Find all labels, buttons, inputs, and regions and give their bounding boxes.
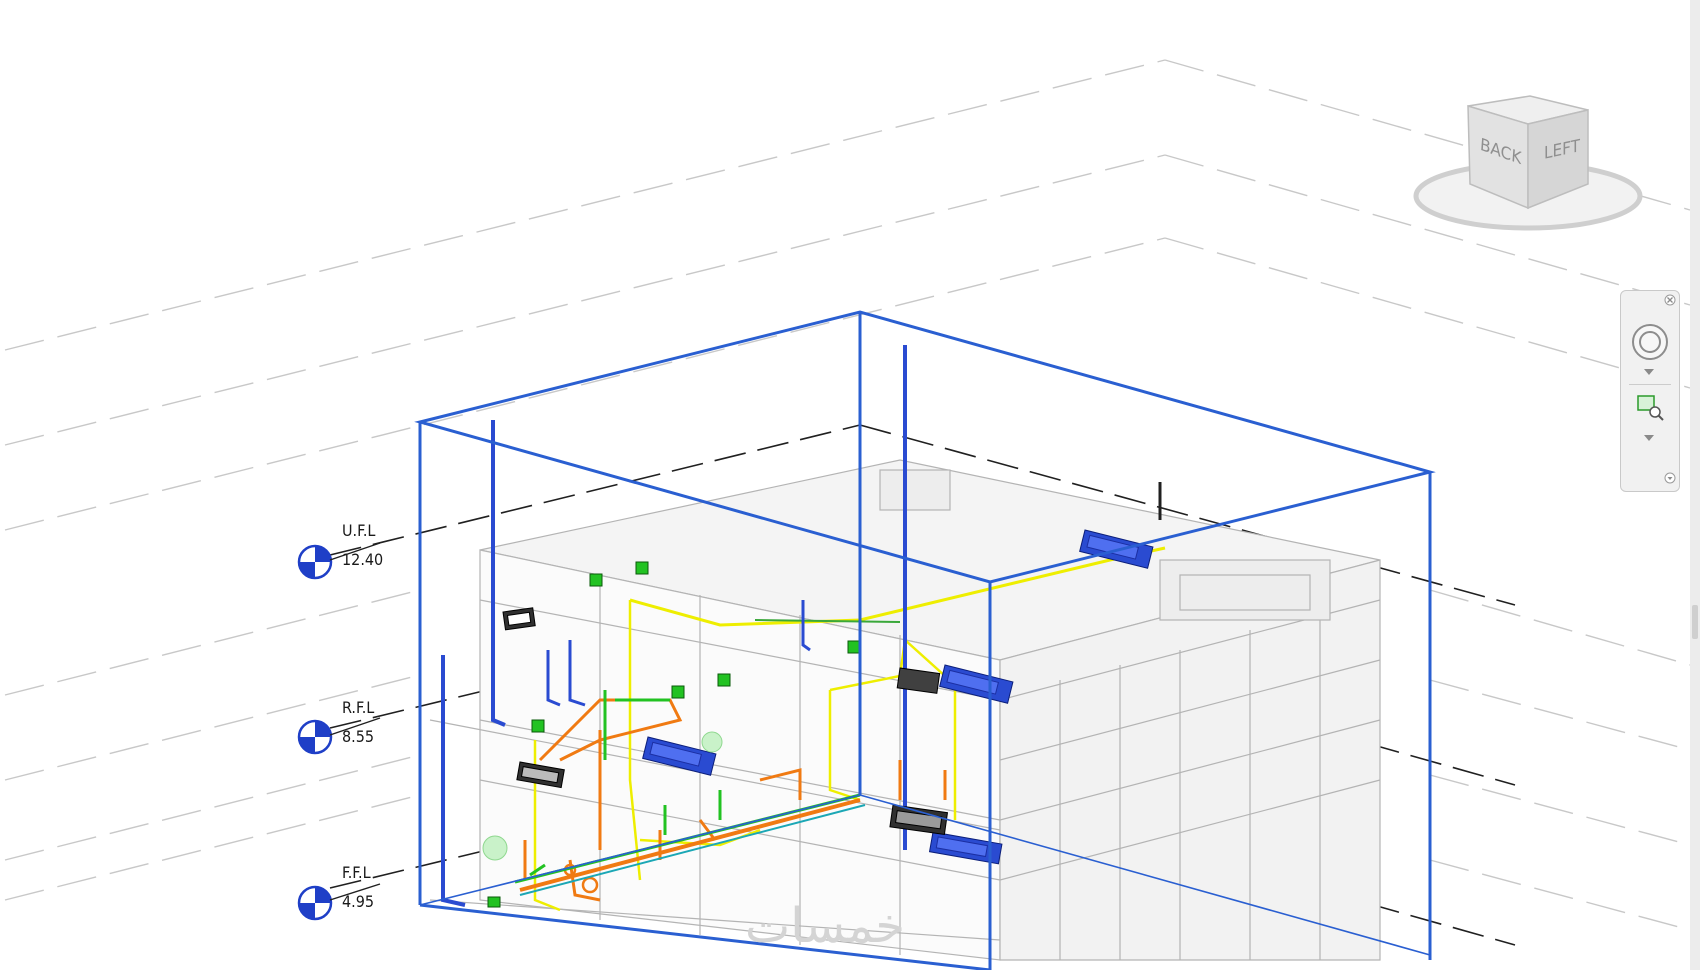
level-name: F.F.L [342,863,371,882]
level-name: U.F.L [342,521,376,540]
level-elevation: 12.40 [342,550,384,569]
level-heads [297,542,381,921]
viewcube[interactable]: BACK LEFT [1410,92,1650,242]
level-label-rfl[interactable]: R.F.L 8.55 [342,698,374,747]
section-box-back [419,794,1431,956]
customize-icon[interactable] [1663,471,1676,484]
level-elevation: 8.55 [342,727,375,746]
level-label-ufl[interactable]: U.F.L 12.40 [342,521,383,570]
zoom-region-icon[interactable] [1633,391,1667,425]
steering-wheel-icon[interactable] [1629,321,1671,363]
vertical-scrollbar[interactable] [1690,0,1700,970]
mep-equipment [482,529,1154,908]
chevron-down-icon[interactable] [1641,367,1657,377]
navigation-bar [1620,290,1680,492]
level-label-ffl[interactable]: F.F.L 4.95 [342,863,374,912]
viewcube-left[interactable] [1527,109,1589,210]
scrollbar-thumb[interactable] [1692,605,1698,639]
level-elevation: 4.95 [342,892,375,911]
chevron-down-icon[interactable] [1641,433,1657,443]
watermark-logo: خمسات [745,898,906,954]
navbar-divider [1629,384,1671,385]
close-icon[interactable] [1663,293,1676,306]
section-box[interactable] [414,310,1436,970]
grid-lines [4,59,1691,931]
level-name: R.F.L [342,698,375,717]
